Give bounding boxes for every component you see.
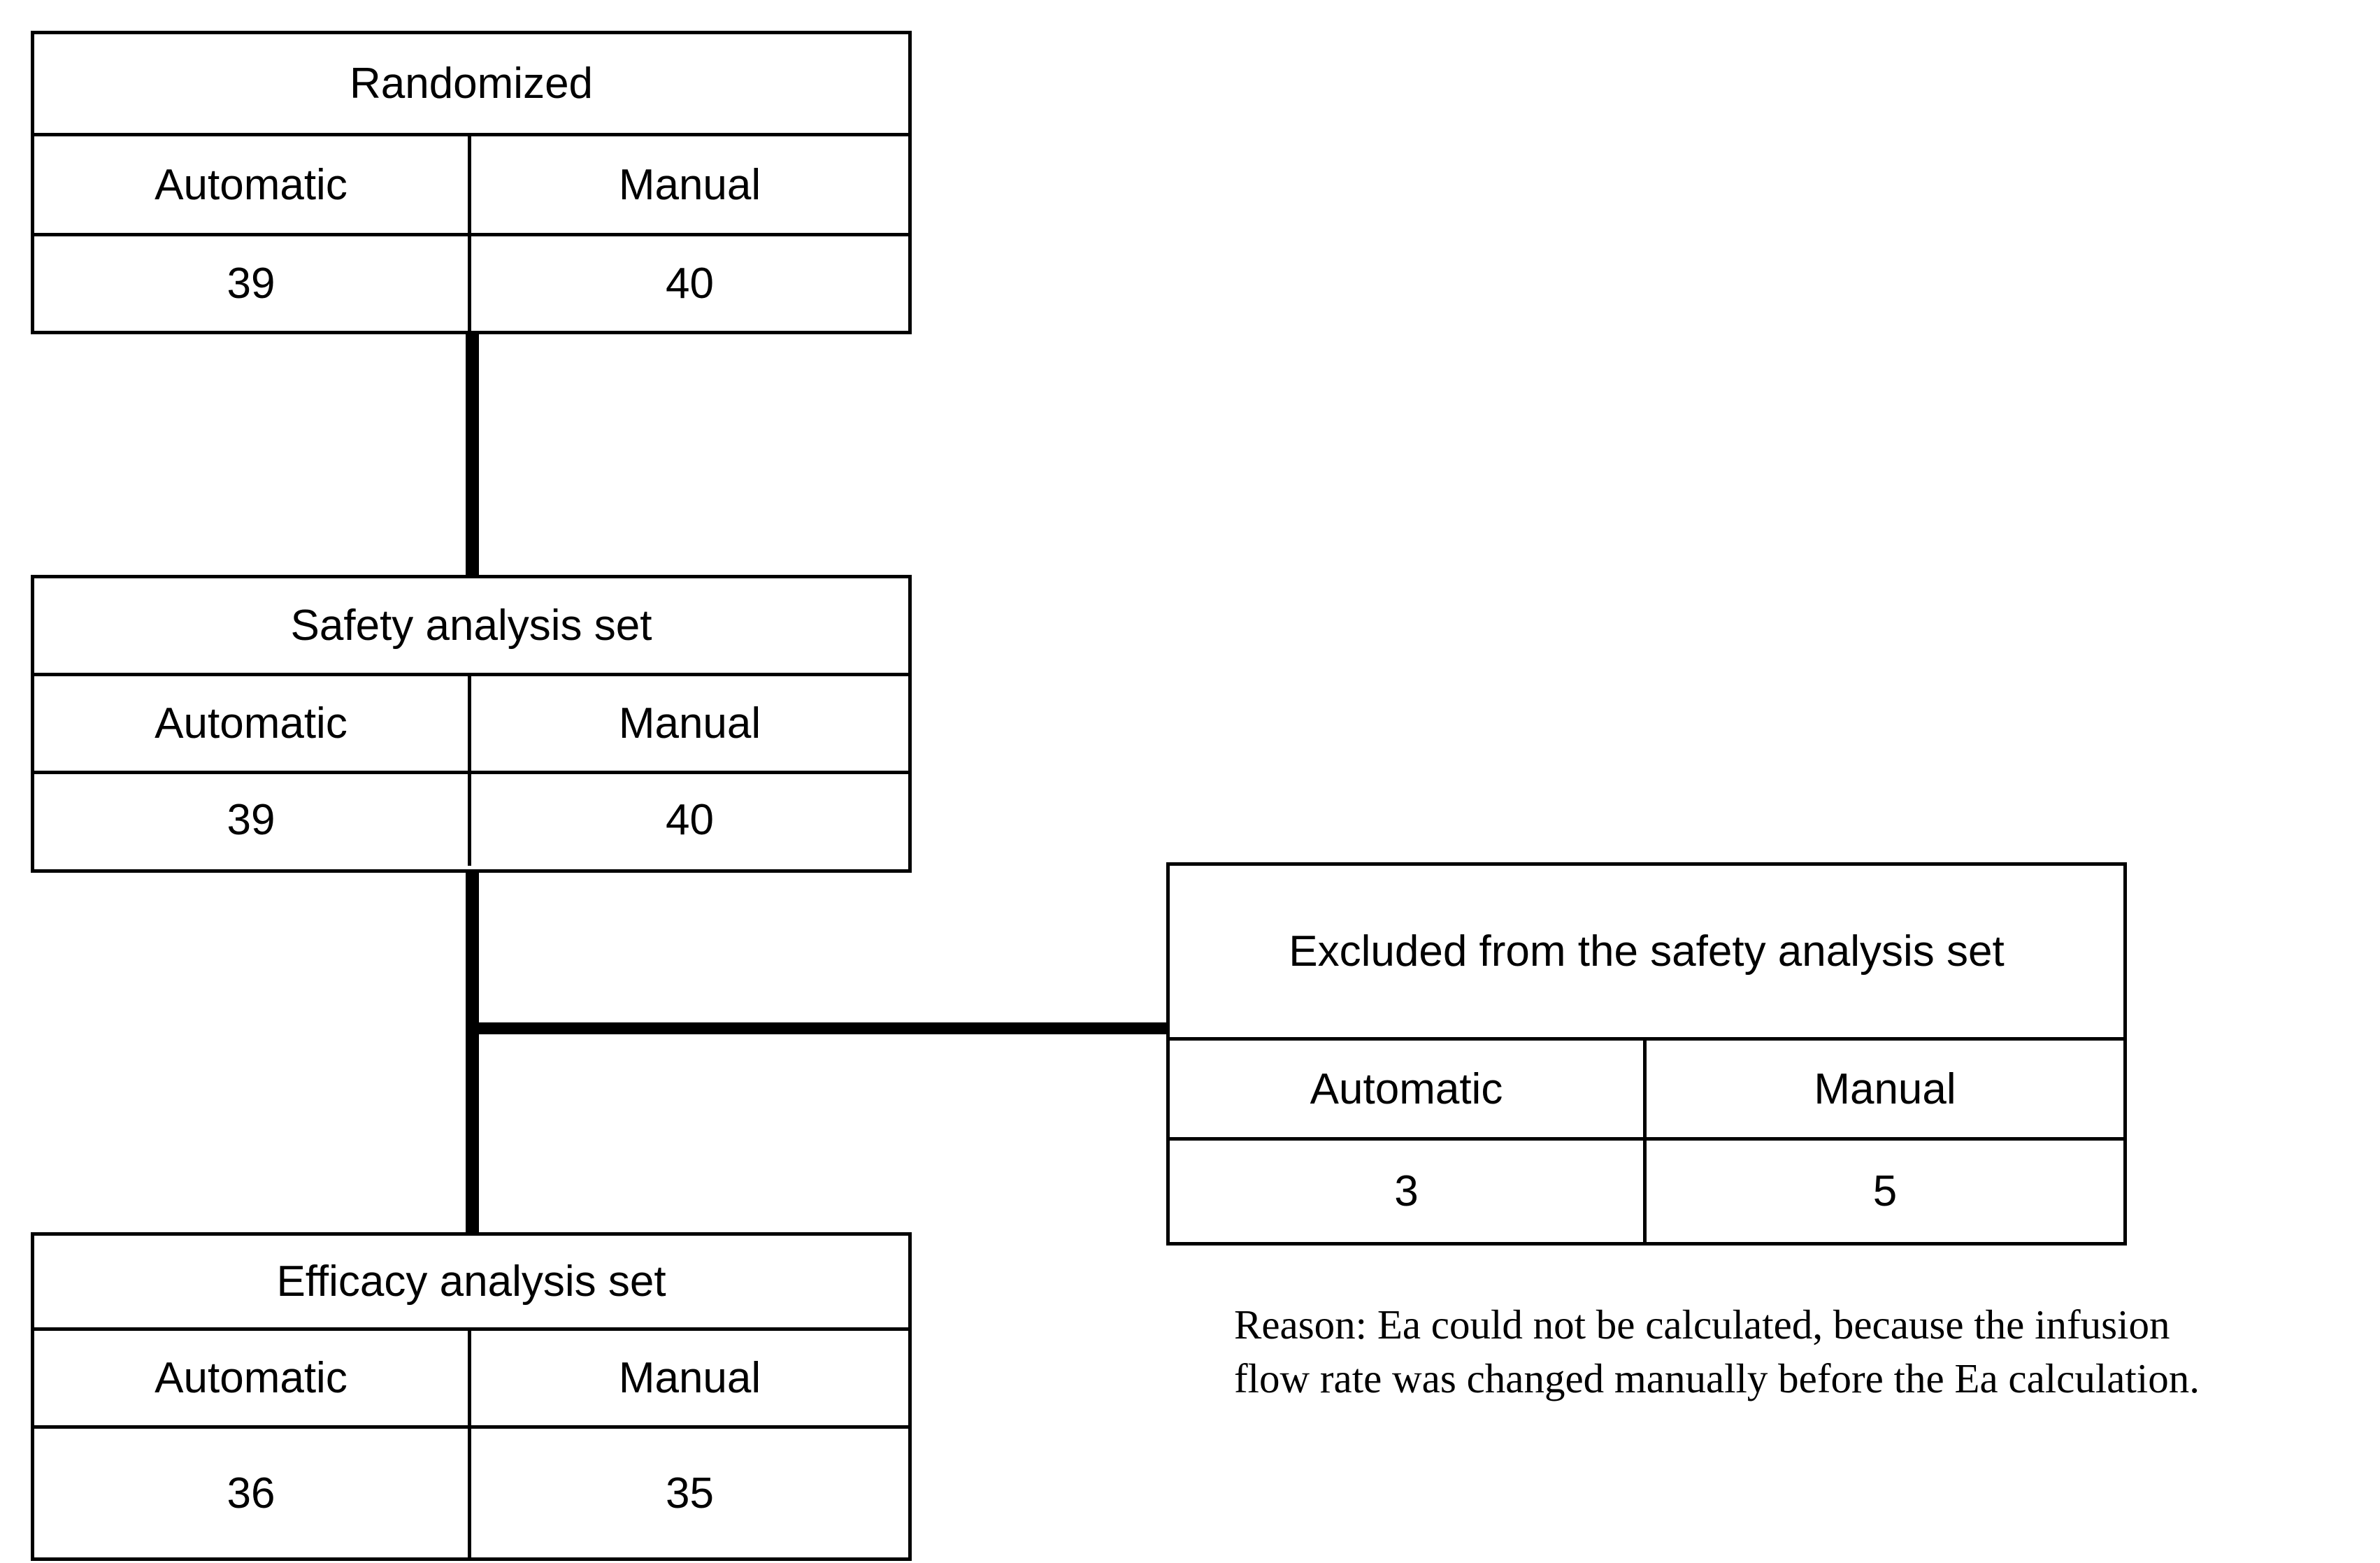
connector-randomized-to-safety <box>466 333 479 578</box>
node-randomized-value-row: 39 40 <box>34 236 908 331</box>
connector-safety-to-efficacy <box>466 871 479 1234</box>
node-efficacy-analysis-set-title: Efficacy analysis set <box>34 1236 908 1331</box>
node-excluded-header-automatic: Automatic <box>1170 1041 1647 1137</box>
node-safety-analysis-set-header-row: Automatic Manual <box>34 676 908 774</box>
node-excluded-value-automatic: 3 <box>1170 1141 1647 1242</box>
node-safety-analysis-set-header-manual: Manual <box>618 699 761 748</box>
node-safety-analysis-set: Safety analysis set Automatic Manual 39 … <box>31 575 912 873</box>
node-excluded-from-safety-analysis-set: Excluded from the safety analysis set Au… <box>1166 862 2127 1246</box>
node-excluded-header-manual: Manual <box>1814 1064 1956 1113</box>
connector-trunk-to-excluded <box>466 1022 1169 1034</box>
node-safety-analysis-set-header-automatic: Automatic <box>34 676 471 771</box>
node-randomized-value-automatic: 39 <box>34 236 471 331</box>
node-efficacy-analysis-set-header-automatic: Automatic <box>34 1331 471 1425</box>
node-efficacy-analysis-set-value-row: 36 35 <box>34 1429 908 1557</box>
node-excluded-value-row: 3 5 <box>1170 1141 2123 1242</box>
node-safety-analysis-set-value-automatic: 39 <box>34 774 471 866</box>
exclusion-reason-note: Reason: Ea could not be calculated, beca… <box>1234 1301 2200 1401</box>
node-safety-analysis-set-title: Safety analysis set <box>34 578 908 676</box>
node-randomized-header-manual: Manual <box>618 160 761 209</box>
node-randomized-title: Randomized <box>34 34 908 136</box>
node-safety-analysis-set-value-manual: 40 <box>666 796 714 844</box>
node-excluded-value-manual: 5 <box>1872 1167 1898 1215</box>
node-randomized-value-manual: 40 <box>666 259 714 308</box>
node-excluded-title: Excluded from the safety analysis set <box>1170 866 2123 1041</box>
node-efficacy-analysis-set-header-manual: Manual <box>618 1354 761 1402</box>
node-randomized-header-row: Automatic Manual <box>34 136 908 236</box>
node-efficacy-analysis-set: Efficacy analysis set Automatic Manual 3… <box>31 1232 912 1561</box>
node-excluded-header-row: Automatic Manual <box>1170 1041 2123 1141</box>
node-efficacy-analysis-set-value-automatic: 36 <box>34 1429 471 1557</box>
node-randomized: Randomized Automatic Manual 39 40 <box>31 31 912 334</box>
node-efficacy-analysis-set-header-row: Automatic Manual <box>34 1331 908 1429</box>
node-efficacy-analysis-set-value-manual: 35 <box>666 1469 714 1518</box>
node-safety-analysis-set-value-row: 39 40 <box>34 774 908 866</box>
node-randomized-header-automatic: Automatic <box>34 136 471 233</box>
